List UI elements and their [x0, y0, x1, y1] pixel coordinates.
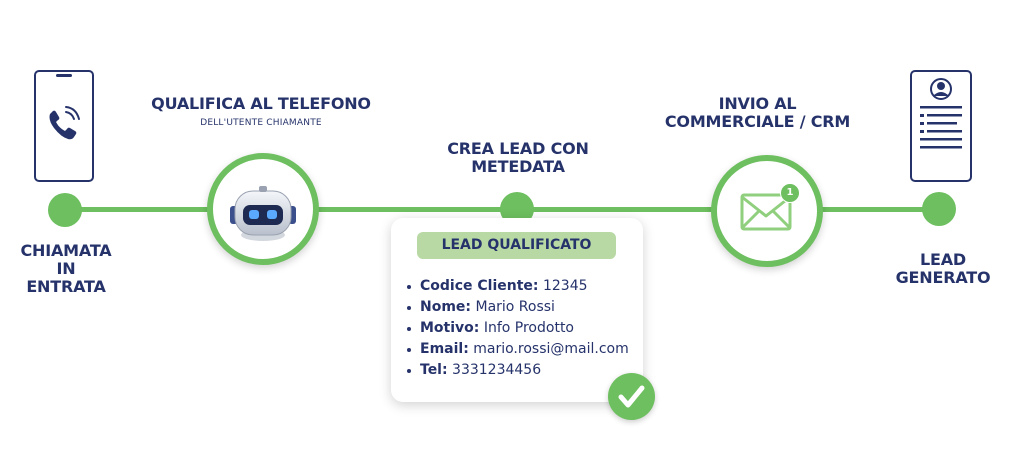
field-key: Motivo:	[420, 320, 480, 336]
document-frame	[910, 70, 972, 182]
phone-qualify-subtitle: DELL'UTENTE CHIAMANTE	[200, 118, 322, 128]
profile-document-icon	[920, 78, 962, 149]
field-value: Info Prodotto	[483, 320, 574, 336]
mail-step-circle	[711, 155, 823, 267]
lead-field-phone: Tel: 3331234456	[407, 360, 629, 381]
incoming-call-label-line2: ENTRATA	[26, 277, 106, 296]
lead-generated-label-line1: LEAD	[920, 250, 966, 269]
field-value: mario.rossi@mail.com	[473, 341, 629, 357]
incoming-call-label-line1: CHIAMATA IN	[20, 241, 112, 278]
phone-qualify-title: QUALIFICA AL TELEFONO	[151, 94, 371, 113]
field-value: Mario Rossi	[475, 299, 555, 315]
send-to-crm-label-line1: INVIO AL	[718, 94, 797, 113]
field-value: 3331234456	[452, 362, 542, 378]
incoming-call-label: CHIAMATA IN ENTRATA	[10, 242, 122, 296]
phone-call-icon	[49, 74, 80, 140]
lead-field-email: Email: mario.rossi@mail.com	[407, 339, 629, 360]
lead-field-reason: Motivo: Info Prodotto	[407, 318, 629, 339]
create-lead-label-line2: METEDATA	[471, 157, 565, 176]
lead-field-customer-code: Codice Cliente: 12345	[407, 276, 629, 297]
field-key: Codice Cliente:	[420, 278, 539, 294]
field-key: Email:	[420, 341, 469, 357]
field-key: Tel:	[420, 362, 448, 378]
lead-field-name: Nome: Mario Rossi	[407, 297, 629, 318]
mail-icon	[740, 193, 792, 231]
lead-generated-label: LEAD GENERATO	[884, 251, 1002, 287]
lead-card-title: LEAD QUALIFICATO	[417, 232, 616, 259]
send-to-crm-label-line2: COMMERCIALE / CRM	[664, 112, 851, 131]
lead-field-list: Codice Cliente: 12345 Nome: Mario Rossi …	[403, 276, 629, 381]
robot-icon	[230, 186, 296, 241]
field-key: Nome:	[420, 299, 472, 315]
field-value: 12345	[542, 278, 588, 294]
lead-generated-label-line2: GENERATO	[895, 268, 991, 287]
check-icon	[618, 385, 645, 408]
create-lead-label-line1: CREA LEAD CON	[447, 139, 589, 158]
step-dot-incoming-call	[48, 193, 82, 227]
lead-card: LEAD QUALIFICATO Codice Cliente: 12345 N…	[391, 218, 643, 402]
smartphone-frame	[34, 70, 94, 182]
create-lead-label: CREA LEAD CON METEDATA	[420, 140, 616, 176]
send-to-crm-label: INVIO AL COMMERCIALE / CRM	[650, 95, 865, 131]
step-dot-lead-generated	[922, 192, 956, 226]
check-badge	[608, 373, 655, 420]
notification-badge: 1	[780, 183, 800, 203]
robot-step-circle	[207, 153, 319, 265]
